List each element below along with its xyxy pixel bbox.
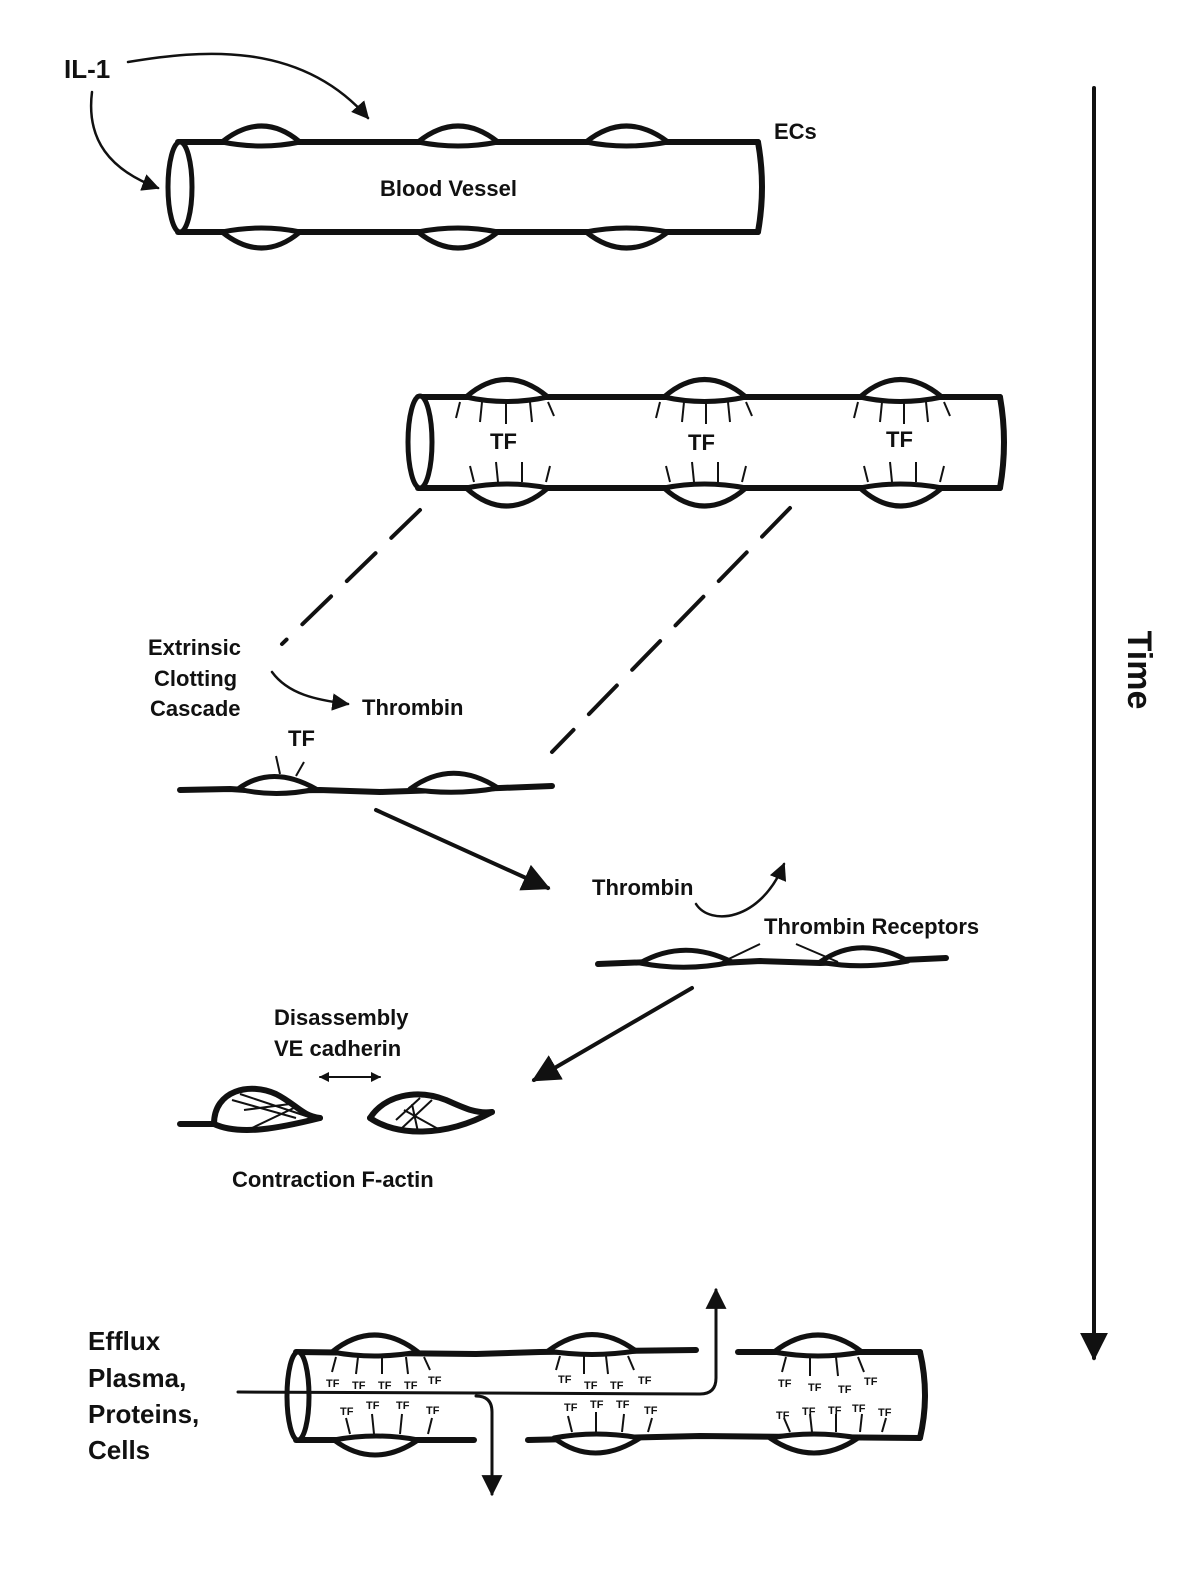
endothelial-cell — [463, 377, 551, 404]
tf-small-label: TF — [584, 1380, 598, 1392]
contracted-cell-left — [177, 1085, 323, 1134]
extrinsic-label-line2: Clotting — [154, 666, 237, 691]
tf-small-label: TF — [864, 1376, 878, 1388]
tf-small-label: TF — [610, 1380, 624, 1392]
endothelial-cell — [661, 377, 749, 404]
endothelial-cell — [857, 377, 945, 404]
resting-vessel — [165, 123, 765, 251]
tf-small-label: TF — [404, 1380, 418, 1392]
tf-small-label: TF — [616, 1399, 630, 1411]
tf-label-1: TF — [490, 429, 517, 454]
endothelial-cell — [219, 123, 303, 149]
tf-small-label: TF — [828, 1405, 842, 1417]
tf-label-2: TF — [688, 430, 715, 455]
cascade-arrow — [270, 670, 350, 711]
endothelial-cell — [463, 481, 551, 509]
endothelial-cell — [857, 481, 945, 509]
tf-small-label: TF — [838, 1384, 852, 1396]
disassembly-label-line1: Disassembly — [274, 1005, 409, 1030]
tf-small-label: TF — [590, 1399, 604, 1411]
efflux-label-line1: Efflux — [88, 1326, 161, 1356]
endothelial-cell — [583, 225, 671, 251]
tf-small-labels: TF TF TF TF TF TF TF TF TF TF TF TF TF T… — [326, 1374, 892, 1422]
il1-arrow-to-endothelium — [126, 52, 370, 120]
endothelial-cell — [219, 225, 303, 251]
thrombin-receptors-label: Thrombin Receptors — [764, 914, 979, 939]
efflux-flow-arrow-up — [236, 1287, 727, 1396]
extrinsic-label-line3: Cascade — [150, 696, 241, 721]
tf-small-label: TF — [776, 1410, 790, 1422]
tf-small-label: TF — [558, 1374, 572, 1386]
tf-small-label: TF — [638, 1375, 652, 1387]
endothelial-cell — [661, 481, 749, 509]
tf-small-label: TF — [802, 1406, 816, 1418]
contracted-cell-right — [367, 1091, 495, 1135]
zoom-dashed-line-left — [280, 508, 422, 646]
efflux-label-line4: Cells — [88, 1435, 150, 1465]
tf-label-4: TF — [288, 726, 315, 751]
tf-small-label: TF — [426, 1405, 440, 1417]
tf-small-label: TF — [378, 1380, 392, 1392]
tf-small-label: TF — [564, 1402, 578, 1414]
zoom-dashed-line-right — [550, 506, 792, 754]
tf-label-3: TF — [886, 427, 913, 452]
tf-small-label: TF — [808, 1382, 822, 1394]
il1-label: IL-1 — [64, 54, 110, 84]
tf-molecules-small — [331, 1355, 887, 1435]
efflux-label-line2: Plasma, — [88, 1363, 186, 1393]
endothelial-cell — [415, 225, 501, 251]
contraction-label: Contraction F-actin — [232, 1167, 434, 1192]
ecs-label: ECs — [774, 119, 817, 144]
endothelial-cell — [583, 123, 671, 149]
endothelium-segment-tf — [177, 755, 555, 796]
tf-molecules — [455, 401, 951, 483]
thrombin-binding-arrow — [694, 862, 787, 918]
thrombin-label-1: Thrombin — [362, 695, 463, 720]
tf-small-label: TF — [366, 1400, 380, 1412]
leaky-vessel — [284, 1332, 928, 1458]
blood-vessel-label: Blood Vessel — [380, 176, 517, 201]
tf-small-label: TF — [326, 1378, 340, 1390]
endothelial-cell — [415, 123, 501, 149]
arrow-to-thrombin-receptors — [374, 808, 551, 891]
extrinsic-label-line1: Extrinsic — [148, 635, 241, 660]
efflux-flow-arrow-down — [474, 1394, 503, 1497]
tf-small-label: TF — [644, 1405, 658, 1417]
disassembly-label-line2: VE cadherin — [274, 1036, 401, 1061]
thrombin-label-2: Thrombin — [592, 875, 693, 900]
tf-small-label: TF — [778, 1378, 792, 1390]
efflux-label-line3: Proteins, — [88, 1399, 199, 1429]
tf-small-label: TF — [428, 1375, 442, 1387]
tf-small-label: TF — [396, 1400, 410, 1412]
tf-expressing-vessel — [405, 377, 1007, 509]
tf-small-label: TF — [352, 1380, 366, 1392]
tf-small-label: TF — [878, 1407, 892, 1419]
tf-small-label: TF — [340, 1406, 354, 1418]
il1-arrow-to-vessel — [89, 90, 160, 191]
time-label: Time — [1120, 631, 1158, 710]
arrow-to-disassembly — [531, 986, 694, 1082]
tf-small-label: TF — [852, 1403, 866, 1415]
endothelium-segment-receptors — [595, 943, 949, 970]
